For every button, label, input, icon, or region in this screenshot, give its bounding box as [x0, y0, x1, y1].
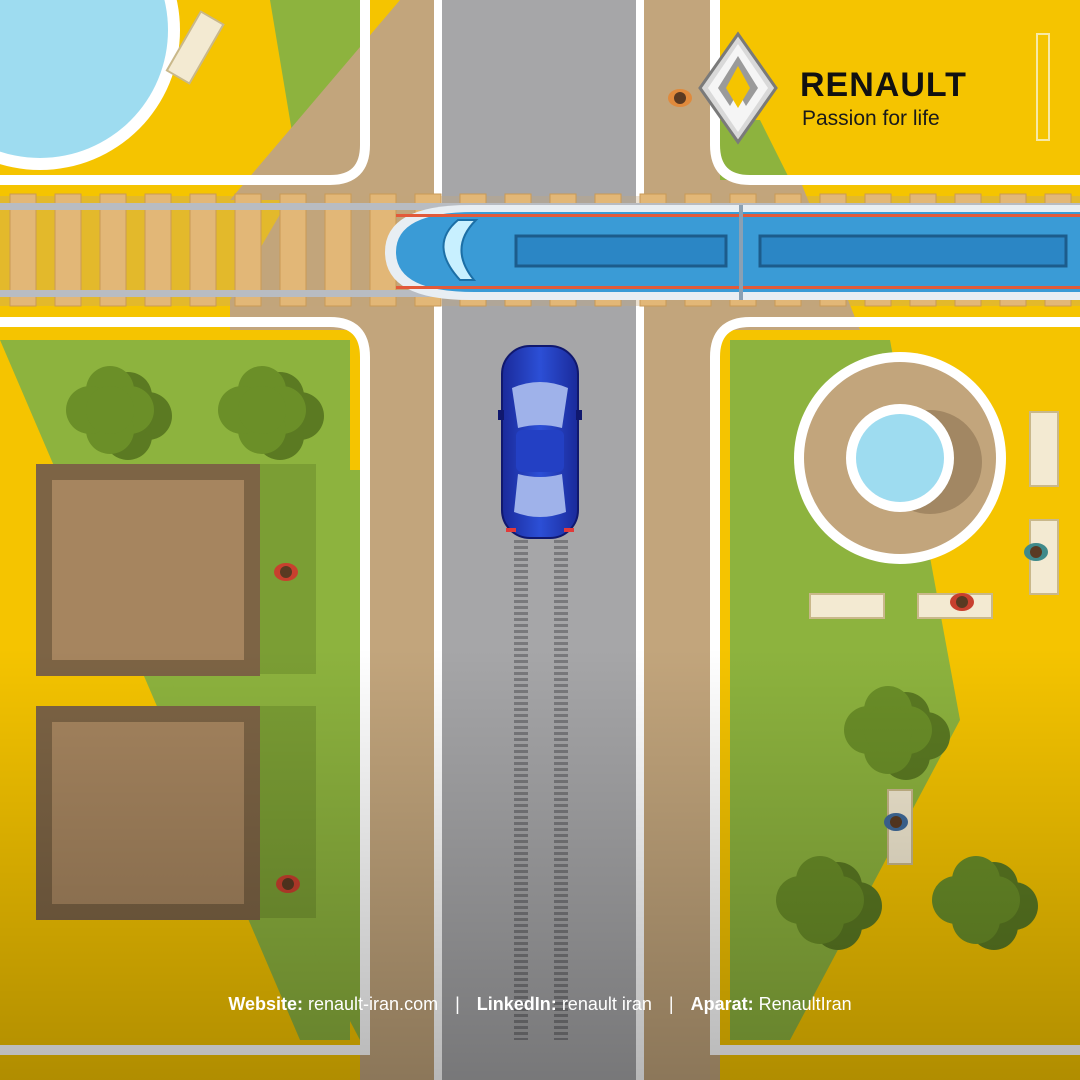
aparat-link[interactable]: RenaultIran: [758, 994, 852, 1014]
brand-block: RENAULT Passion for life: [696, 32, 1006, 144]
brand-name: RENAULT: [800, 66, 967, 104]
aparat-label: Aparat:: [690, 994, 754, 1014]
website-label: Website:: [228, 994, 303, 1014]
linkedin-label: LinkedIn:: [476, 994, 557, 1014]
website-link[interactable]: renault-iran.com: [308, 994, 439, 1014]
brand-tagline: Passion for life: [802, 107, 940, 130]
renault-diamond-icon: [698, 31, 778, 145]
linkedin-link[interactable]: renault iran: [561, 994, 652, 1014]
footer-separator: |: [668, 994, 674, 1014]
footer-separator: |: [455, 994, 460, 1014]
footer-links: Website: renault-iran.com | LinkedIn: re…: [0, 994, 1080, 1015]
